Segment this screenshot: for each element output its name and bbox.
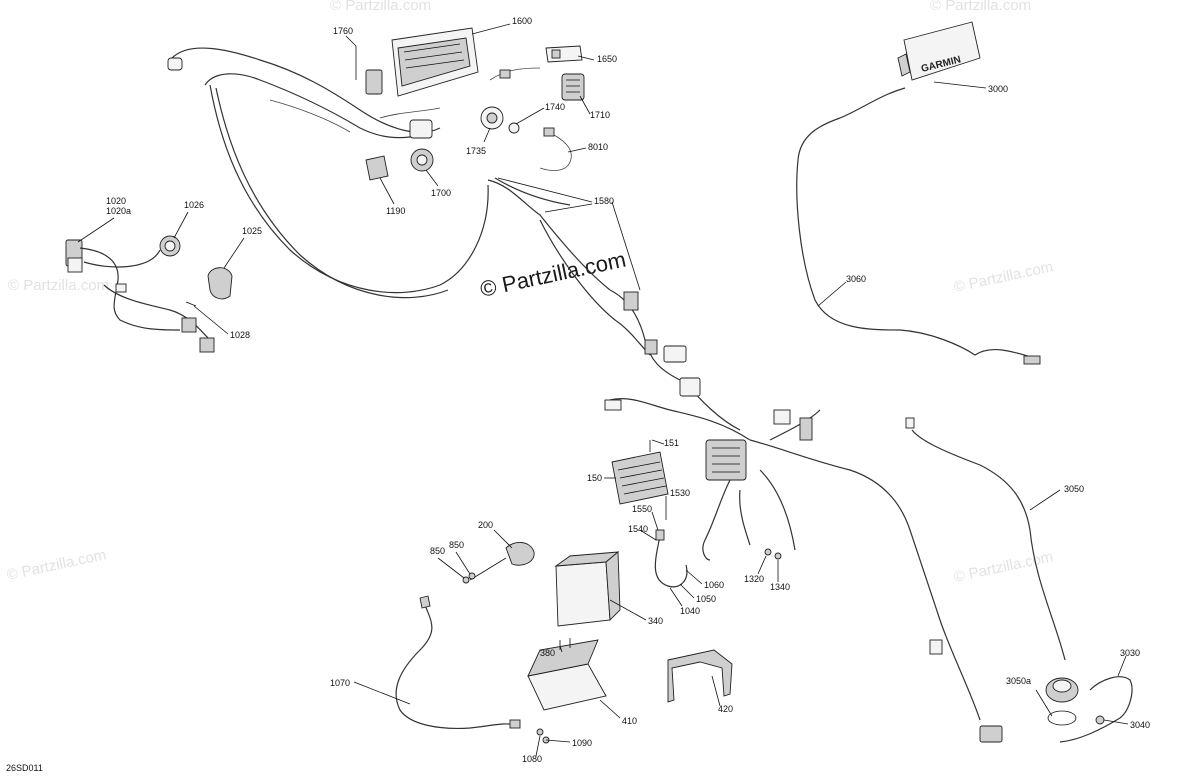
callout-1190: 1190 — [386, 206, 405, 216]
callout-1710: 1710 — [590, 110, 610, 120]
callout-3050a: 3050a — [1006, 676, 1031, 686]
bolts-1320-1340 — [764, 548, 782, 560]
diagram-reference-code: 26SD011 — [6, 763, 43, 773]
callout-380: 380 — [540, 648, 555, 658]
sensor-8010 — [539, 127, 572, 171]
callout-1080: 1080 — [522, 754, 542, 764]
callout-1020a: 1020a — [106, 206, 131, 216]
callout-1550: 1550 — [632, 504, 652, 514]
callout-1540: 1540 — [628, 524, 648, 534]
callout-200: 200 — [478, 520, 493, 530]
callout-1600: 1600 — [512, 16, 532, 26]
callout-1020: 1020 — [106, 196, 126, 206]
callout-3060: 3060 — [846, 274, 866, 284]
callout-850-left: 850 — [430, 546, 445, 556]
callout-3030: 3030 — [1120, 648, 1140, 658]
copyright-notice: © Partzilla.com — [478, 247, 628, 302]
callout-1060: 1060 — [704, 580, 724, 590]
connector-1650 — [545, 45, 583, 63]
watermarks: © Partzilla.com © Partzilla.com © Partzi… — [5, 0, 1054, 586]
callout-1740: 1740 — [545, 102, 565, 112]
cable-3050 — [905, 417, 1066, 661]
connector-1190 — [365, 155, 389, 181]
callout-420: 420 — [718, 704, 733, 714]
connector-1710 — [561, 73, 585, 101]
callout-labels: 1760 1600 1650 1740 1710 1735 8010 1700 … — [106, 16, 1150, 764]
callout-1070: 1070 — [330, 678, 350, 688]
callout-1050: 1050 — [696, 594, 716, 604]
tray-410 — [527, 638, 607, 711]
callout-1760: 1760 — [333, 26, 353, 36]
callout-410: 410 — [622, 716, 637, 726]
callout-3040: 3040 — [1130, 720, 1150, 730]
switch-1735 — [480, 106, 504, 130]
strap-420 — [667, 649, 733, 703]
switch-1760 — [355, 46, 383, 95]
callout-1090: 1090 — [572, 738, 592, 748]
battery-cable-1040 — [654, 529, 688, 588]
callout-1700: 1700 — [431, 188, 451, 198]
callout-8010: 8010 — [588, 142, 608, 152]
callout-850-right: 850 — [449, 540, 464, 550]
callout-1530: 1530 — [670, 488, 690, 498]
callout-1340: 1340 — [770, 582, 790, 592]
cable-1070 — [395, 595, 521, 730]
socket-3050a — [1045, 677, 1079, 726]
garmin-display: GARMIN — [897, 21, 981, 81]
connector-1700 — [410, 148, 434, 172]
outlet-1026 — [159, 235, 181, 257]
callout-151: 151 — [664, 438, 679, 448]
watermark-right-bottom: © Partzilla.com — [952, 548, 1054, 586]
callout-1580: 1580 — [594, 196, 614, 206]
ring-1740 — [508, 122, 520, 134]
watermark-top-b: © Partzilla.com — [930, 0, 1031, 14]
watermark-left-top: © Partzilla.com — [8, 277, 109, 294]
leader-lines — [77, 23, 1129, 757]
callout-1320: 1320 — [744, 574, 764, 584]
clamp-1025 — [207, 267, 233, 300]
callout-340: 340 — [648, 616, 663, 626]
instrument-cluster — [391, 27, 479, 97]
callout-3000: 3000 — [988, 84, 1008, 94]
garmin-cable-3060 — [796, 87, 1041, 365]
watermark-left-bottom: © Partzilla.com — [5, 546, 107, 584]
callout-1028: 1028 — [230, 330, 250, 340]
harness-1020 — [65, 239, 215, 353]
callout-150: 150 — [587, 473, 602, 483]
callout-1026: 1026 — [184, 200, 204, 210]
callout-1040: 1040 — [680, 606, 700, 616]
bracket-3030 — [1059, 676, 1133, 743]
callout-1025: 1025 — [242, 226, 262, 236]
watermark-right-top: © Partzilla.com — [952, 258, 1054, 296]
nut-850 — [462, 572, 476, 584]
connector-upper-center — [489, 67, 541, 81]
main-harness-upper — [167, 47, 687, 381]
voltage-regulator-150 — [611, 440, 669, 505]
watermark-top-a: © Partzilla.com — [330, 0, 431, 14]
screw-1028 — [185, 301, 197, 307]
callout-1650: 1650 — [597, 54, 617, 64]
fuse-box-harness — [604, 377, 1003, 743]
screw-3040 — [1095, 715, 1105, 725]
callout-3050: 3050 — [1064, 484, 1084, 494]
nuts-1080-1090 — [536, 728, 550, 744]
starter-solenoid-200 — [469, 542, 535, 581]
callout-1735: 1735 — [466, 146, 486, 156]
battery-340 — [554, 551, 621, 627]
